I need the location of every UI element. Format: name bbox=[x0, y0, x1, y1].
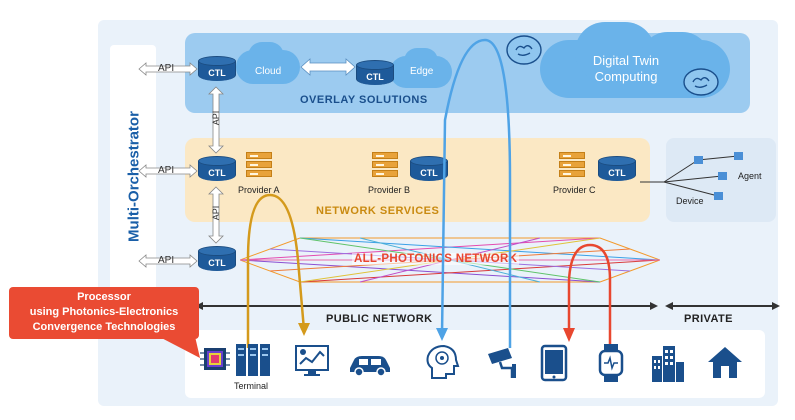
ai-head-icon bbox=[426, 344, 460, 379]
multi-orchestrator-bar bbox=[110, 45, 156, 325]
smartwatch-icon bbox=[598, 344, 624, 382]
callout-line1: Processor bbox=[77, 291, 131, 303]
public-private-divider bbox=[195, 302, 780, 310]
api-arrow-top bbox=[138, 62, 198, 76]
public-network-label: PUBLIC NETWORK bbox=[326, 313, 433, 325]
server-icon bbox=[372, 152, 398, 178]
monitor-chart-icon bbox=[295, 345, 329, 376]
api-vertical-arrow-bottom bbox=[208, 186, 224, 244]
api-arrow-bottom bbox=[138, 254, 198, 268]
api-arrow-mid bbox=[138, 164, 198, 178]
callout-pointer bbox=[150, 332, 200, 358]
provider-b-label: Provider B bbox=[368, 185, 411, 195]
api-label-bottom: API bbox=[158, 255, 175, 266]
overlay-title: OVERLAY SOLUTIONS bbox=[300, 94, 428, 106]
provider-a-label: Provider A bbox=[238, 185, 280, 195]
server-icon bbox=[246, 152, 272, 178]
ctl-c-db: CTL bbox=[598, 156, 636, 184]
brain-cloud-icon bbox=[683, 68, 719, 96]
brain-cloud-icon bbox=[506, 35, 542, 65]
chip-icon bbox=[200, 348, 230, 370]
api-label-top: API bbox=[158, 63, 175, 74]
device-network-icon bbox=[640, 152, 743, 200]
terminal-label: Terminal bbox=[234, 381, 269, 391]
callout-line3: Convergence Technologies bbox=[32, 321, 176, 333]
apn-title: ALL-PHOTONICS NETWORK bbox=[352, 253, 520, 265]
device-label: Device bbox=[676, 196, 704, 206]
cloud-label: Cloud bbox=[255, 66, 282, 77]
ctl-b-db: CTL bbox=[410, 156, 448, 184]
api-vertical-label-bottom: API bbox=[211, 205, 221, 221]
building-icon bbox=[652, 346, 684, 382]
server-icon bbox=[559, 152, 585, 178]
processor-callout bbox=[9, 287, 199, 339]
digital-twin-line2: Computing bbox=[594, 69, 658, 84]
car-icon bbox=[350, 356, 390, 377]
network-services-title: NETWORK SERVICES bbox=[316, 205, 440, 217]
agent-label: Agent bbox=[738, 171, 762, 181]
api-label-mid: API bbox=[158, 165, 175, 176]
callout-line2: using Photonics-Electronics bbox=[29, 306, 179, 318]
edge-label: Edge bbox=[410, 66, 434, 77]
api-vertical-label-top: API bbox=[211, 110, 221, 126]
camera-icon bbox=[488, 348, 516, 378]
smartphone-icon bbox=[540, 344, 568, 382]
provider-c-label: Provider C bbox=[553, 185, 596, 195]
ctl-edge-db: CTL bbox=[356, 60, 394, 88]
connection-arcs bbox=[246, 38, 512, 348]
ctl-apn-db: CTL bbox=[198, 246, 236, 274]
server-icon bbox=[236, 344, 270, 376]
cloud-edge-arrow bbox=[300, 58, 356, 76]
house-icon bbox=[708, 347, 742, 378]
digital-twin-line1: Digital Twin bbox=[592, 53, 660, 68]
private-label: PRIVATE bbox=[684, 313, 733, 325]
ctl-main-db: CTL bbox=[198, 156, 236, 184]
api-vertical-arrow-top bbox=[208, 86, 224, 154]
ctl-cloud-db: CTL bbox=[198, 56, 236, 84]
red-arc bbox=[563, 243, 612, 348]
